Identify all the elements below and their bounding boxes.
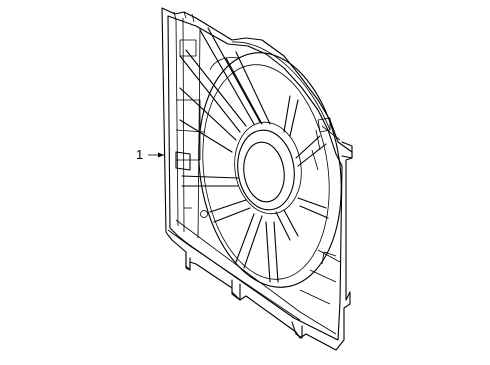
part-callout-1: 1	[136, 147, 144, 162]
fan-ring	[198, 41, 342, 288]
callout-1-leader	[148, 152, 164, 158]
shroud-frame	[161, 7, 353, 351]
motor-hub	[234, 121, 302, 215]
shroud-struts	[179, 27, 329, 283]
shroud-ribs	[175, 39, 341, 305]
